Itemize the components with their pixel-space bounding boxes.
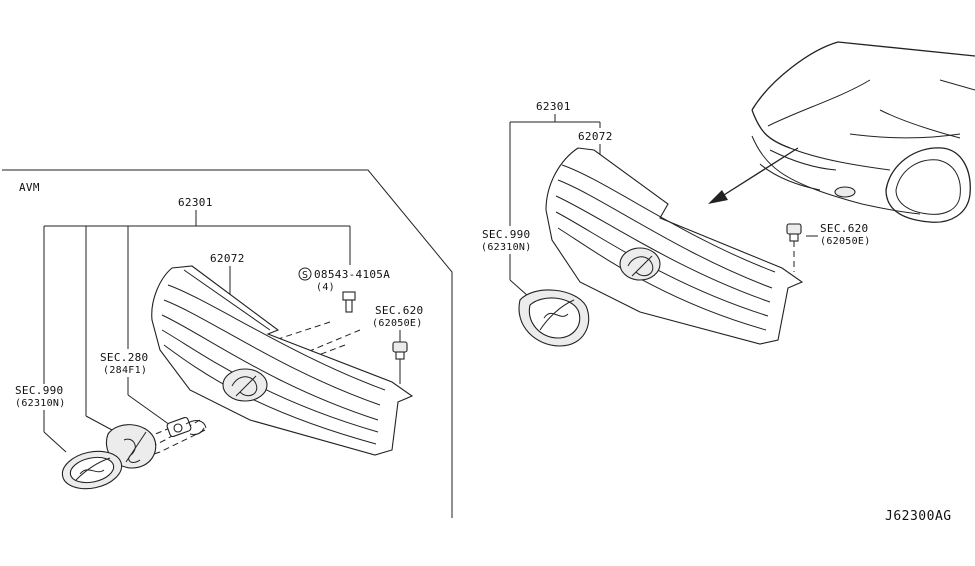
callout-sec990-right: SEC.990 — [482, 228, 530, 241]
callout-sec620-sub-right: (62050E) — [820, 236, 871, 247]
callout-62072-right: 62072 — [578, 130, 613, 143]
avm-panel: AVM 62301 62072 S 08543-4105A (4) — [2, 169, 453, 518]
callout-sec990-left: SEC.990 — [15, 384, 63, 397]
callout-sec990-sub-right: (62310N) — [481, 242, 532, 253]
standard-panel: 62301 62072 SEC.990 (62310N) — [481, 41, 975, 347]
callout-62301-right: 62301 — [536, 100, 571, 113]
vehicle-front-icon — [751, 41, 975, 223]
emblem-right-icon — [518, 289, 590, 347]
callout-sec620-left: SEC.620 — [375, 304, 423, 317]
avm-panel-border — [2, 169, 453, 518]
callout-62072-left: 62072 — [210, 252, 245, 265]
clip-62050e-left-icon — [392, 341, 408, 360]
diagram-id: J62300AG — [885, 509, 952, 524]
screw-callout: S 08543-4105A (4) — [298, 267, 390, 313]
avm-panel-title: AVM — [19, 181, 40, 194]
camera-module-icon — [166, 416, 207, 438]
emblem-left-icon — [61, 450, 123, 490]
grille-left-icon — [151, 265, 414, 456]
callout-screw-qty: (4) — [316, 282, 335, 293]
callout-sec280-sub: (284F1) — [103, 365, 147, 376]
screw-symbol-icon — [298, 267, 312, 281]
grille-right-icon — [545, 147, 804, 345]
callout-62301-left: 62301 — [178, 196, 213, 209]
screw-shank-icon — [345, 299, 353, 313]
leader-62301-left: 62301 — [43, 196, 351, 431]
screw-symbol-letter: S — [302, 270, 308, 281]
callout-screw-code: 08543-4105A — [314, 268, 390, 281]
callout-sec620-right: SEC.620 — [820, 222, 868, 235]
clip-62050e-right-icon — [786, 223, 802, 242]
direction-arrow-icon — [708, 147, 799, 204]
callout-sec990-sub-left: (62310N) — [15, 398, 66, 409]
callout-sec620-sub-left: (62050E) — [372, 318, 423, 329]
callout-sec280: SEC.280 — [100, 351, 148, 364]
screw-head-icon — [342, 291, 356, 301]
